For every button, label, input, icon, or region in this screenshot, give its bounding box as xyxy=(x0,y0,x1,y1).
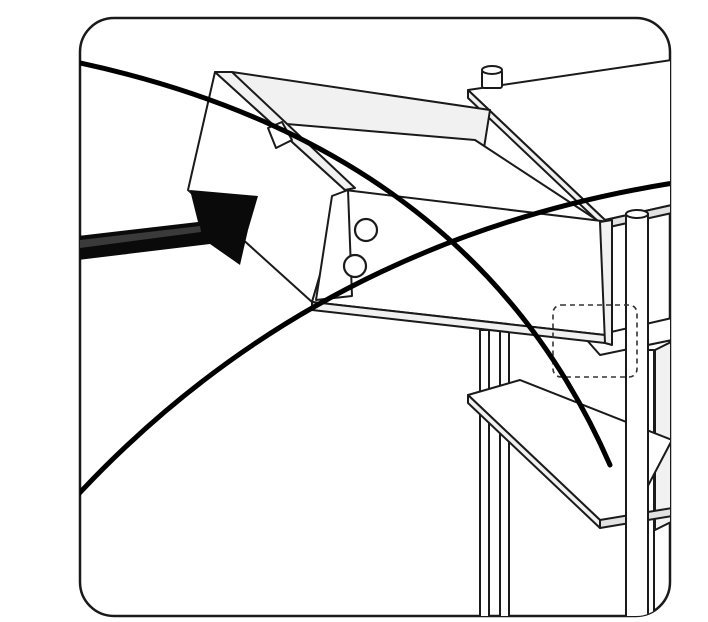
stand-leg-left xyxy=(479,329,490,616)
tilted-tray xyxy=(187,71,613,346)
button-top-icon xyxy=(353,217,379,243)
motion-arc-upper xyxy=(80,47,613,468)
frame-contents xyxy=(80,47,670,616)
detail-highlight-box xyxy=(552,304,638,378)
tray-side-panel xyxy=(315,189,353,301)
motion-arc-lower xyxy=(80,175,670,523)
front-rod-cap xyxy=(625,209,649,219)
insert-arrow-highlight xyxy=(80,226,201,248)
insert-arrow-icon xyxy=(80,190,258,265)
tray-right-end xyxy=(599,219,613,346)
stand-leg-mid xyxy=(499,329,510,616)
button-bottom-icon xyxy=(342,253,368,279)
front-rod xyxy=(625,213,649,616)
stand-structure xyxy=(467,59,670,616)
top-post-cap xyxy=(481,65,503,75)
